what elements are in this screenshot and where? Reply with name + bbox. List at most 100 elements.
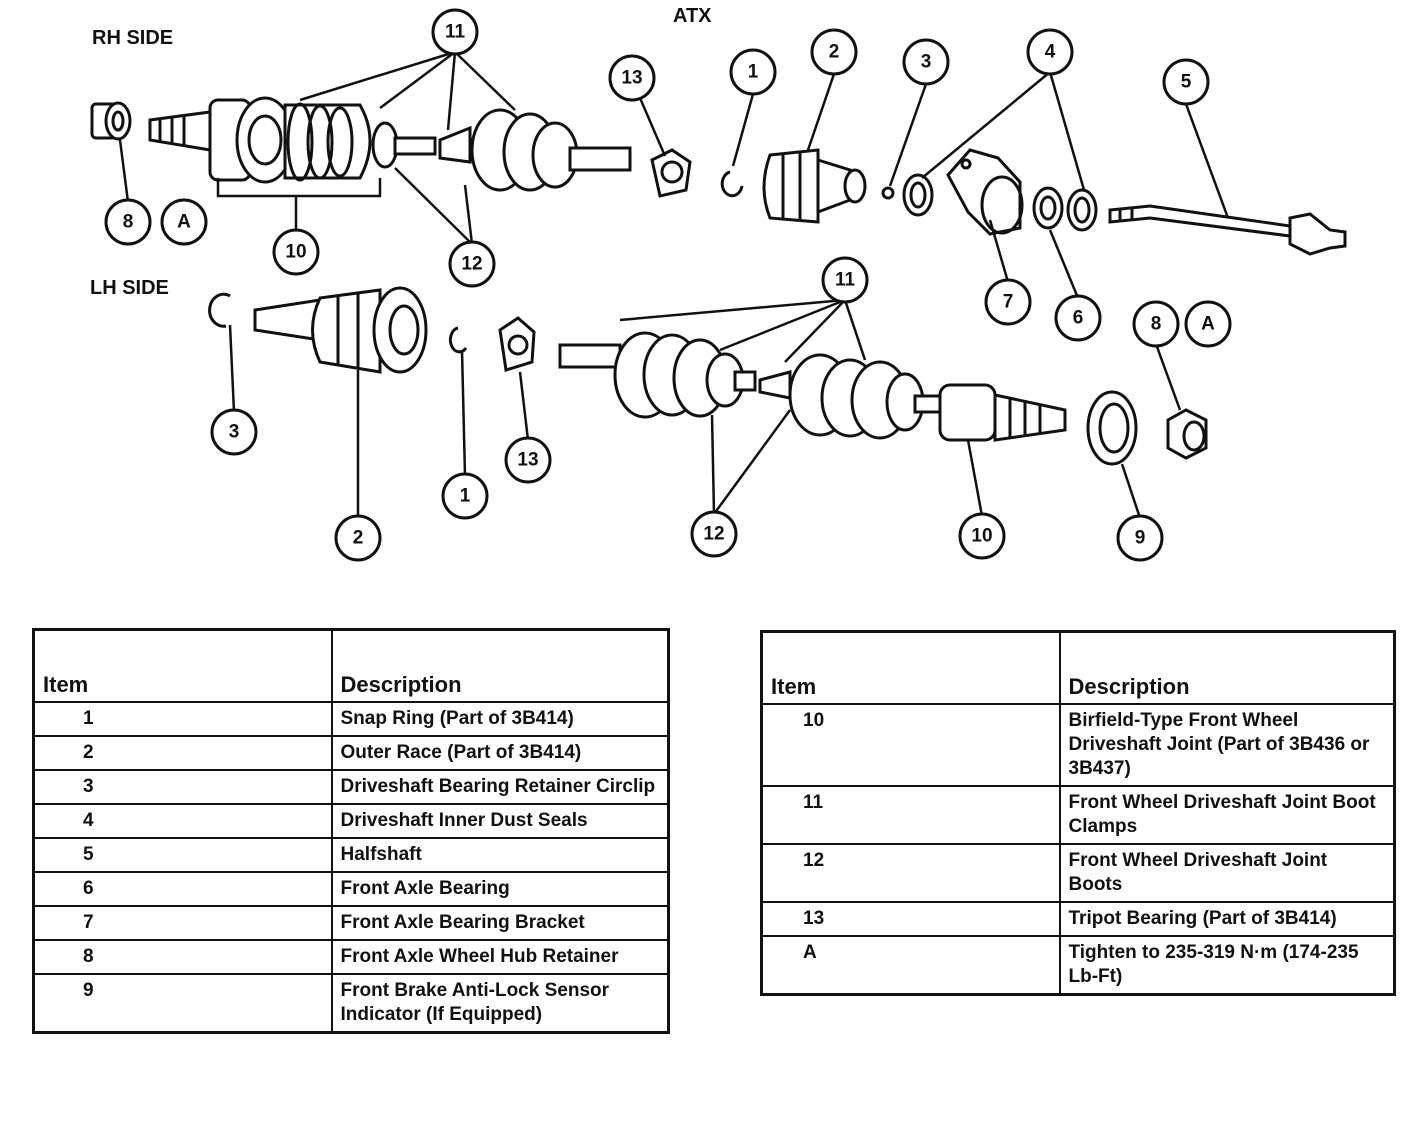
header-description: Description [1058, 630, 1396, 705]
rh-dust-seal-right [1066, 188, 1098, 232]
item-cell: 10 [760, 703, 1061, 787]
callout-12-lh: 12 [690, 510, 738, 558]
item-cell: 12 [760, 843, 1061, 903]
header-item: Item [32, 628, 333, 703]
item-cell: 9 [32, 973, 333, 1034]
svg-text:A: A [1201, 314, 1215, 335]
description-cell: Tripot Bearing (Part of 3B414) [1058, 901, 1396, 937]
rh-outer-boot [283, 102, 437, 182]
description-cell: Tighten to 235-319 N·m (174-235 Lb-Ft) [1058, 935, 1396, 996]
diagram-title: ATX [673, 5, 712, 27]
svg-text:10: 10 [285, 242, 306, 263]
rh-birfield-joint [148, 96, 295, 184]
callout-13-lh: 13 [504, 436, 552, 484]
lh-side-parts [208, 286, 1208, 466]
rh-snap-ring [720, 170, 744, 198]
item-cell: A [760, 935, 1061, 996]
callout-8-rh: 8 [104, 198, 152, 246]
callout-10-lh: 10 [958, 512, 1006, 560]
item-cell: 8 [32, 939, 333, 975]
description-cell: Snap Ring (Part of 3B414) [330, 701, 670, 737]
rh-circlip [881, 186, 895, 200]
callout-8-lh: 8 [1132, 300, 1180, 348]
rh-bearing-bracket [946, 148, 1024, 236]
item-cell: 11 [760, 785, 1061, 845]
description-cell: Driveshaft Inner Dust Seals [330, 803, 670, 839]
description-cell: Halfshaft [330, 837, 670, 873]
rh-dust-seal-left [902, 173, 934, 217]
callout-1-rh: 1 [729, 48, 777, 96]
lh-sensor-indicator [1086, 390, 1138, 466]
callout-11-rh: 11 [431, 8, 479, 56]
item-cell: 1 [32, 701, 333, 737]
callout-A-lh: A [1184, 300, 1232, 348]
svg-text:6: 6 [1073, 308, 1084, 329]
item-cell: 13 [760, 901, 1061, 937]
svg-text:2: 2 [353, 528, 364, 549]
callout-2-lh: 2 [334, 514, 382, 562]
callout-10-rh: 10 [272, 228, 320, 276]
callout-4-rh: 4 [1026, 28, 1074, 76]
lh-birfield-joint [938, 383, 1067, 442]
svg-text:3: 3 [921, 52, 932, 73]
rh-outer-race [762, 148, 867, 224]
svg-text:12: 12 [461, 254, 482, 275]
leader-lines [118, 50, 1230, 519]
lh-side-label: LH SIDE [90, 277, 169, 299]
header-description: Description [330, 628, 670, 703]
description-cell: Front Wheel Driveshaft Joint Boot Clamps [1058, 785, 1396, 845]
table-header-row: Item Description [760, 630, 1396, 705]
svg-text:7: 7 [1003, 292, 1014, 313]
item-cell: 4 [32, 803, 333, 839]
description-cell: Birfield-Type Front Wheel Driveshaft Joi… [1058, 703, 1396, 787]
lh-hub-retainer-nut [1166, 408, 1208, 460]
callout-13-rh: 13 [608, 54, 656, 102]
callout-2-rh: 2 [810, 28, 858, 76]
exploded-driveshaft-diagram: ATX RH SIDE LH SIDE [90, 5, 1347, 562]
header-item: Item [760, 630, 1061, 705]
svg-text:8: 8 [123, 212, 134, 233]
item-cell: 2 [32, 735, 333, 771]
svg-text:13: 13 [517, 450, 538, 471]
callout-11-lh: 11 [821, 256, 869, 304]
svg-text:3: 3 [229, 422, 240, 443]
svg-text:2: 2 [829, 42, 840, 63]
svg-text:13: 13 [621, 68, 642, 89]
lh-snap-ring [448, 326, 468, 354]
item-cell: 3 [32, 769, 333, 805]
svg-text:11: 11 [445, 22, 466, 43]
svg-text:9: 9 [1135, 528, 1146, 549]
description-cell: Driveshaft Bearing Retainer Circlip [330, 769, 670, 805]
rh-axle-bearing [1032, 186, 1064, 230]
lh-tripot-bearing [498, 316, 536, 372]
callouts: 11 13 1 2 3 4 5 8 A 10 12 7 6 3 2 1 13 1… [104, 8, 1232, 562]
lh-circlip [208, 292, 231, 328]
callout-3-rh: 3 [902, 38, 950, 86]
item-cell: 7 [32, 905, 333, 941]
description-cell: Front Axle Wheel Hub Retainer [330, 939, 670, 975]
lh-outer-race [253, 286, 428, 374]
rh-tripot-bearing [650, 148, 692, 198]
lh-inner-boot [558, 331, 757, 419]
svg-text:1: 1 [748, 62, 759, 83]
svg-text:A: A [177, 212, 191, 233]
svg-text:8: 8 [1151, 314, 1162, 335]
svg-text:5: 5 [1181, 72, 1192, 93]
description-cell: Front Axle Bearing Bracket [330, 905, 670, 941]
svg-text:12: 12 [703, 524, 724, 545]
rh-inner-boot [438, 108, 632, 192]
description-cell: Front Wheel Driveshaft Joint Boots [1058, 843, 1396, 903]
